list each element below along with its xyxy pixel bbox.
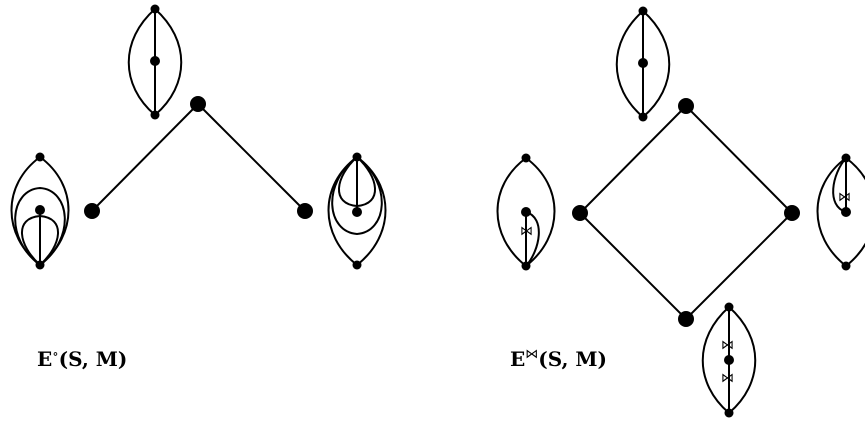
marked-point — [150, 4, 160, 14]
loop-arc-outer — [331, 156, 383, 236]
left-graph-edge-top-right — [197, 103, 306, 212]
notch-tag: ⋈ — [721, 338, 734, 353]
marked-point — [841, 153, 851, 163]
marked-point — [521, 261, 531, 271]
marked-point — [724, 302, 734, 312]
right-top-triangulation — [615, 6, 671, 122]
marked-point — [35, 260, 45, 270]
left-top-triangulation — [127, 4, 183, 120]
marked-point — [724, 408, 734, 418]
label-args: (S, M) — [538, 347, 607, 371]
left-right-triangulation — [327, 152, 387, 270]
notch-tag: ⋈ — [520, 224, 533, 239]
puncture — [521, 207, 531, 217]
marked-point — [521, 153, 531, 163]
right-graph-vertex-left — [572, 205, 588, 221]
notch-tag: ⋈ — [721, 371, 734, 386]
left-graph — [84, 96, 313, 219]
marked-point — [638, 6, 648, 16]
left-graph-vertex-right — [297, 203, 313, 219]
puncture — [724, 355, 734, 365]
right-graph-vertex-right — [784, 205, 800, 221]
marked-point — [35, 152, 45, 162]
marked-point — [150, 110, 160, 120]
arc-curved — [832, 157, 847, 213]
marked-point — [352, 152, 362, 162]
puncture — [35, 205, 45, 215]
marked-point — [841, 261, 851, 271]
right-graph-vertex-bottom — [678, 311, 694, 327]
marked-point — [638, 112, 648, 122]
right-graph-vertex-top — [678, 98, 694, 114]
left-graph-vertex-left — [84, 203, 100, 219]
right-graph — [572, 98, 800, 327]
puncture — [150, 56, 160, 66]
notch-tag: ⋈ — [838, 190, 851, 205]
label-superscript: ⋈ — [525, 347, 538, 362]
left-graph-vertex-top — [190, 96, 206, 112]
left-graph-edge-top-left — [91, 103, 199, 212]
right-bottom-triangulation: ⋈ ⋈ — [701, 302, 757, 418]
label-args: (S, M) — [59, 347, 128, 371]
right-graph-square — [578, 104, 794, 321]
puncture — [352, 207, 362, 217]
right-left-triangulation: ⋈ — [496, 153, 556, 271]
left-left-triangulation — [10, 152, 70, 270]
puncture — [841, 207, 851, 217]
puncture — [638, 58, 648, 68]
marked-point — [352, 260, 362, 270]
right-graph-label: E⋈(S, M) — [510, 347, 607, 371]
arc-curved — [525, 211, 540, 267]
label-E: E — [37, 347, 52, 371]
right-right-triangulation: ⋈ — [816, 153, 865, 271]
left-graph-label: E∘(S, M) — [37, 347, 127, 371]
loop-arc-outer — [14, 186, 66, 266]
label-superscript: ∘ — [52, 347, 58, 362]
label-E: E — [510, 347, 525, 371]
